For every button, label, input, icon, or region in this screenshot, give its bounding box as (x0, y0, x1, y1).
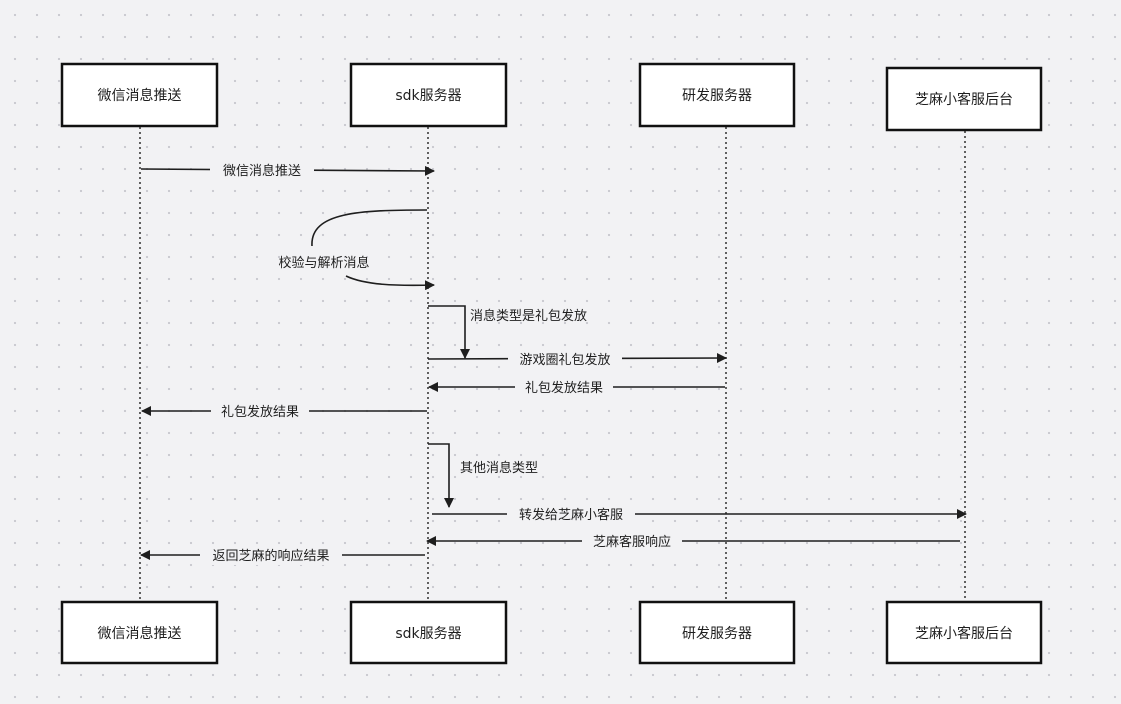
participant-sdk-top[interactable]: sdk服务器 (349, 62, 508, 128)
message-gift-result-wechat[interactable]: 礼包发放结果 (141, 401, 427, 421)
participant-label: sdk服务器 (395, 88, 461, 104)
participant-dev-bottom[interactable]: 研发服务器 (638, 600, 796, 665)
message-game-circle-gift[interactable]: 游戏圈礼包发放 (427, 349, 727, 369)
participant-label: 微信消息推送 (98, 625, 182, 642)
participant-zhima-top[interactable]: 芝麻小客服后台 (885, 66, 1043, 132)
participant-label: 研发服务器 (682, 88, 752, 104)
participant-label: sdk服务器 (395, 626, 461, 642)
message-label: 转发给芝麻小客服 (519, 507, 623, 523)
message-label: 礼包发放结果 (525, 380, 603, 396)
message-label: 校验与解析消息 (278, 255, 369, 271)
participant-label: 微信消息推送 (98, 87, 182, 104)
message-other-type[interactable]: 其他消息类型 (428, 443, 538, 508)
participant-wechat-top[interactable]: 微信消息推送 (60, 62, 219, 128)
participant-dev-top[interactable]: 研发服务器 (638, 62, 796, 128)
message-forward-zhima[interactable]: 转发给芝麻小客服 (432, 504, 967, 524)
message-return-zhima-result[interactable]: 返回芝麻的响应结果 (140, 545, 425, 565)
message-label: 其他消息类型 (460, 460, 538, 476)
participant-label: 芝麻小客服后台 (915, 91, 1013, 108)
participant-wechat-bottom[interactable]: 微信消息推送 (60, 600, 219, 665)
participant-sdk-bottom[interactable]: sdk服务器 (349, 600, 508, 665)
message-label: 微信消息推送 (223, 163, 301, 179)
message-gift-result-dev[interactable]: 礼包发放结果 (428, 377, 725, 397)
message-label: 游戏圈礼包发放 (519, 352, 610, 368)
participant-zhima-bottom[interactable]: 芝麻小客服后台 (885, 600, 1043, 665)
message-gift-type[interactable]: 消息类型是礼包发放 (428, 305, 587, 359)
message-zhima-response[interactable]: 芝麻客服响应 (426, 531, 960, 551)
message-validate-parse[interactable]: 校验与解析消息 (278, 209, 435, 291)
participant-label: 研发服务器 (682, 626, 752, 642)
message-label: 返回芝麻的响应结果 (212, 548, 329, 564)
message-wechat-push[interactable]: 微信消息推送 (140, 160, 435, 180)
message-label: 礼包发放结果 (221, 404, 299, 420)
message-label: 消息类型是礼包发放 (470, 308, 587, 324)
message-label: 芝麻客服响应 (593, 534, 671, 550)
participant-label: 芝麻小客服后台 (915, 625, 1013, 642)
